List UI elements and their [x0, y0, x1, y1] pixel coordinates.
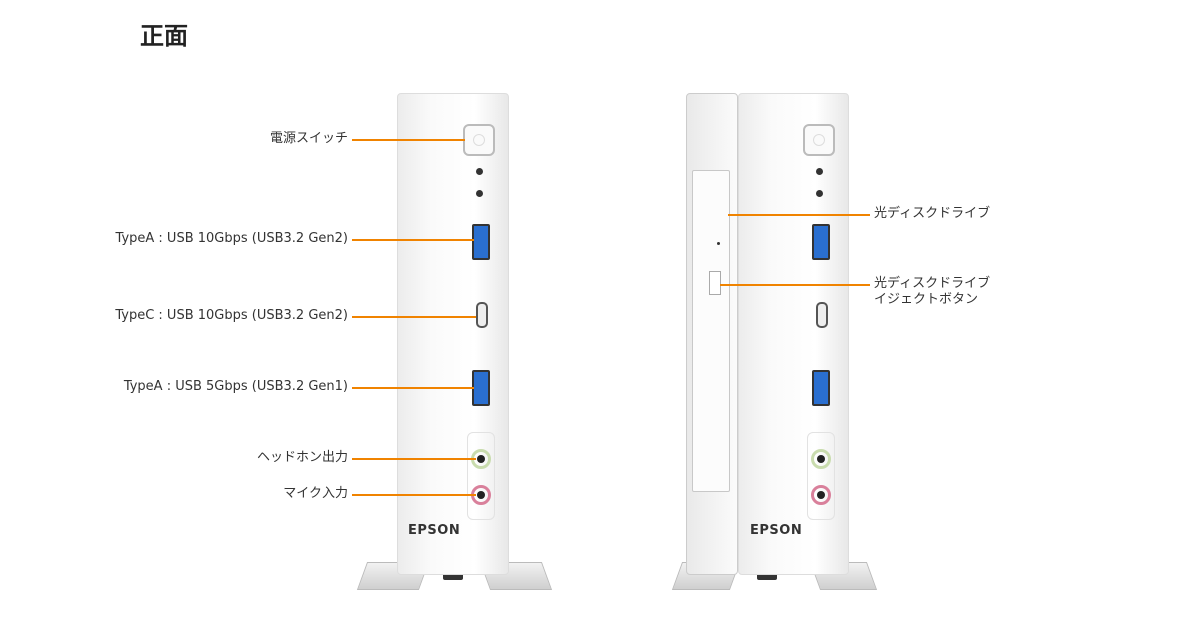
callout-usb-a-10g: TypeA : USB 10Gbps (USB3.2 Gen2)	[115, 231, 348, 246]
callout-eject-line2: イジェクトボタン	[874, 292, 979, 307]
callout-mic: マイク入力	[283, 486, 348, 501]
callout-optical-drive: 光ディスクドライブ	[874, 206, 991, 221]
callout-line	[352, 239, 474, 241]
callout-line	[352, 139, 465, 141]
usb-c-port	[476, 302, 488, 328]
power-led	[476, 168, 483, 175]
callout-headphone: ヘッドホン出力	[256, 450, 348, 465]
audio-port-panel	[467, 432, 495, 520]
optical-drive-bezel	[692, 170, 730, 492]
callout-line	[352, 387, 474, 389]
hdd-led	[816, 190, 823, 197]
drive-indicator	[717, 242, 720, 245]
callout-line	[720, 284, 870, 286]
usb-a-port-10g	[472, 224, 490, 260]
hdd-led	[476, 190, 483, 197]
power-button	[803, 124, 835, 156]
usb-a-port-5g	[812, 370, 830, 406]
headphone-jack	[811, 449, 831, 469]
callout-line	[352, 316, 476, 318]
callout-line	[728, 214, 870, 216]
stand-base	[443, 572, 463, 580]
epson-logo: EPSON	[408, 523, 461, 538]
callout-power-switch: 電源スイッチ	[269, 131, 348, 146]
epson-logo: EPSON	[750, 523, 803, 538]
audio-port-panel	[807, 432, 835, 520]
mic-jack	[811, 485, 831, 505]
stand-base	[757, 572, 777, 580]
callout-line	[352, 494, 476, 496]
page-title: 正面	[140, 22, 188, 50]
callout-usb-c-10g: TypeC : USB 10Gbps (USB3.2 Gen2)	[115, 308, 348, 323]
power-led	[816, 168, 823, 175]
power-button	[463, 124, 495, 156]
callout-usb-a-5g: TypeA : USB 5Gbps (USB3.2 Gen1)	[123, 379, 348, 394]
usb-a-port-5g	[472, 370, 490, 406]
callout-eject-line1: 光ディスクドライブ	[874, 276, 991, 291]
eject-button	[709, 271, 721, 295]
usb-c-port	[816, 302, 828, 328]
usb-a-port-10g	[812, 224, 830, 260]
callout-line	[352, 458, 476, 460]
